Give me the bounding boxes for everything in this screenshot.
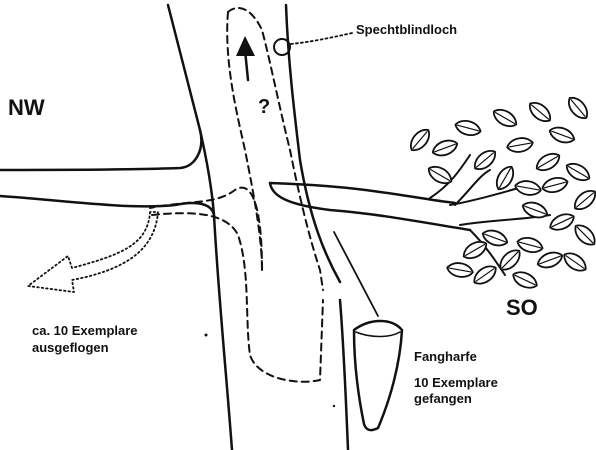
label-caught-line2: gefangen: [414, 392, 472, 406]
dotted-arrow-icon: [28, 212, 158, 292]
leaf-icon: [460, 238, 489, 263]
leaf-icon: [493, 163, 518, 192]
leaf-icon: [406, 126, 433, 155]
leaf-icon: [470, 262, 499, 288]
trunk-left-edge: [168, 5, 232, 450]
speck: [205, 334, 208, 337]
leaf-icon: [547, 210, 576, 233]
leaf-icon: [564, 94, 591, 123]
leaf-icon: [571, 186, 596, 213]
label-caught-line1: 10 Exemplare: [414, 376, 498, 390]
leaf-icon: [533, 150, 562, 175]
trunk-right-edge-lower: [340, 300, 348, 450]
leaf-icon: [526, 98, 555, 125]
leaf-icon: [496, 246, 524, 274]
hole-pointer-line: [291, 33, 352, 44]
leaf-icon: [541, 175, 570, 195]
label-so: SO: [506, 296, 538, 319]
leaf-icon: [560, 249, 589, 275]
leaf-icon: [490, 106, 519, 131]
leaf-icon: [514, 179, 542, 197]
label-question: ?: [258, 97, 270, 118]
harp-trap-icon: [354, 321, 402, 430]
label-nw: NW: [8, 96, 45, 119]
leaf-icon: [571, 221, 596, 249]
leaf-icon: [547, 124, 576, 146]
leaf-icon: [430, 137, 459, 159]
leaf-icon: [510, 268, 539, 291]
left-branch-upper-edge: [0, 130, 201, 170]
trunk-right-edge-upper: [286, 5, 340, 282]
label-flown-line1: ca. 10 Exemplare: [32, 324, 138, 338]
label-flown-line2: ausgeflogen: [32, 341, 109, 355]
leaf-icon: [471, 146, 500, 173]
leaf-icon: [535, 249, 564, 271]
cavity-outline: [152, 213, 323, 382]
leaf-icon: [425, 163, 454, 188]
label-fangharfe: Fangharfe: [414, 350, 477, 364]
cavity-outline: [150, 188, 262, 270]
leaf-icon: [506, 136, 534, 154]
speck: [333, 405, 335, 407]
leaf-icon: [454, 118, 483, 138]
label-spechtblindloch: Spechtblindloch: [356, 23, 457, 37]
arrow-up-icon: [236, 36, 255, 56]
leaf-icon: [446, 261, 474, 279]
left-branch-lower-edge: [0, 196, 214, 215]
